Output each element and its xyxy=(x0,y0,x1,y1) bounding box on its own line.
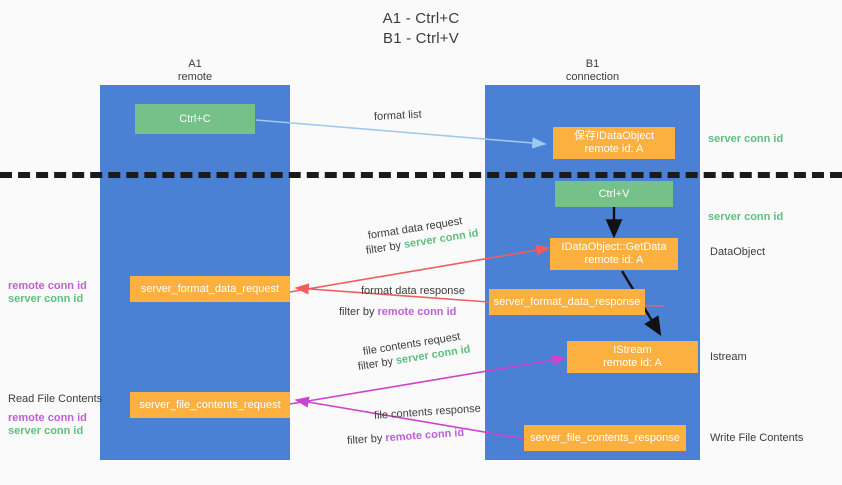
page-title-line-1: A1 - Ctrl+C xyxy=(382,10,460,27)
label-file-contents-response-filter: filter by remote conn id xyxy=(347,426,465,448)
label-format-data-response: format data response xyxy=(361,284,465,298)
label-format-list-text: format list xyxy=(373,108,422,123)
phase-divider xyxy=(0,172,842,178)
column-header-a1-sub: remote xyxy=(177,71,213,83)
box-server-file-contents-response-label: server_file_contents_response xyxy=(530,431,680,444)
label-right-write-file-contents: Write File Contents xyxy=(710,432,804,444)
label-format-list: format list xyxy=(374,108,422,124)
label-right-istream: Istream xyxy=(710,351,747,363)
label-left-server-conn-id-top: server conn id xyxy=(8,293,84,305)
label-right-server-conn-id-top: server conn id xyxy=(708,133,784,145)
label-filter-by-2: filter by xyxy=(339,306,378,318)
box-server-format-data-response[interactable]: server_format_data_response xyxy=(489,289,645,315)
label-right-server-conn-id-mid: server conn id xyxy=(708,211,784,223)
box-idataobject-getdata-line1: IDataObject::GetData xyxy=(561,241,667,253)
label-remote-conn-id-2: remote conn id xyxy=(385,426,465,445)
label-left-read-file-contents: Read File Contents xyxy=(8,393,103,405)
column-header-b1-name: B1 xyxy=(585,58,600,70)
label-format-data-response-filter: filter by remote conn id xyxy=(339,305,456,319)
label-left-server-conn-id-bottom: server conn id xyxy=(8,425,84,437)
box-istream[interactable]: IStream remote id: A xyxy=(567,341,698,373)
label-file-contents-response: file contents response xyxy=(374,402,482,423)
box-ctrl-c-label: Ctrl+C xyxy=(179,112,211,125)
box-ctrl-v[interactable]: Ctrl+V xyxy=(555,181,673,207)
box-saved-idataobject-line1: 保存IDataObject xyxy=(573,130,655,142)
label-right-dataobject: DataObject xyxy=(710,246,766,258)
box-saved-idataobject-line2: remote id: A xyxy=(584,143,644,155)
box-idataobject-getdata-line2: remote id: A xyxy=(584,254,644,266)
box-server-file-contents-response[interactable]: server_file_contents_response xyxy=(524,425,686,451)
box-server-format-data-request-label: server_format_data_request xyxy=(140,282,280,295)
column-header-a1: A1 remote xyxy=(100,58,290,84)
page-title-line-2: B1 - Ctrl+V xyxy=(383,30,459,47)
column-header-b1: B1 connection xyxy=(485,58,700,84)
box-server-format-data-response-label: server_format_data_response xyxy=(493,295,641,308)
box-ctrl-v-label: Ctrl+V xyxy=(598,187,630,200)
label-remote-conn-id-1: remote conn id xyxy=(377,306,457,318)
column-header-a1-name: A1 xyxy=(188,58,202,70)
box-server-file-contents-request[interactable]: server_file_contents_request xyxy=(130,392,290,418)
label-left-remote-conn-id-top: remote conn id xyxy=(8,280,87,292)
box-istream-line1: IStream xyxy=(613,344,652,356)
label-filter-by-4: filter by xyxy=(346,432,386,447)
box-idataobject-getdata[interactable]: IDataObject::GetData remote id: A xyxy=(550,238,678,270)
column-header-b1-sub: connection xyxy=(565,71,620,83)
box-server-format-data-request[interactable]: server_format_data_request xyxy=(130,276,290,302)
box-saved-idataobject[interactable]: 保存IDataObject remote id: A xyxy=(553,127,675,159)
box-istream-line2: remote id: A xyxy=(603,357,662,369)
label-file-contents-response-text: file contents response xyxy=(373,402,482,422)
label-left-remote-conn-id-bottom: remote conn id xyxy=(8,412,87,424)
box-server-file-contents-request-label: server_file_contents_request xyxy=(139,398,281,411)
box-ctrl-c[interactable]: Ctrl+C xyxy=(135,104,255,134)
label-format-data-response-text: format data response xyxy=(361,285,465,297)
